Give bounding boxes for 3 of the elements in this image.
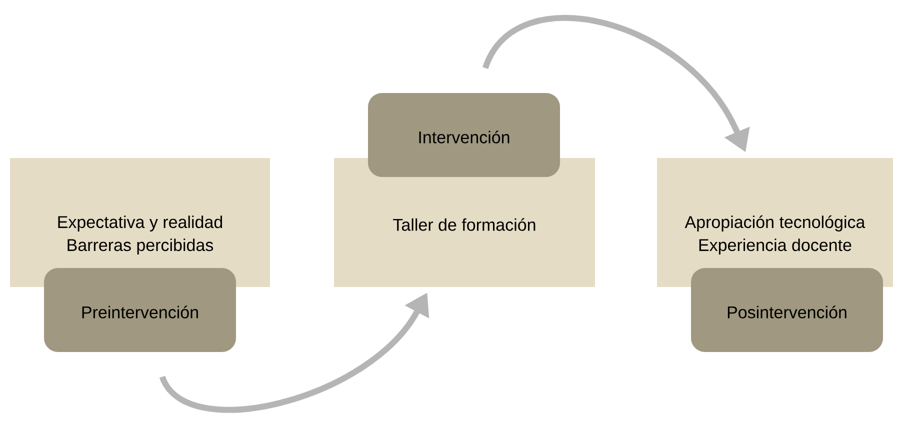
label-tag: Preintervención xyxy=(44,268,236,352)
label-tag: Posintervención xyxy=(691,268,883,352)
label-tag: Intervención xyxy=(368,93,560,177)
